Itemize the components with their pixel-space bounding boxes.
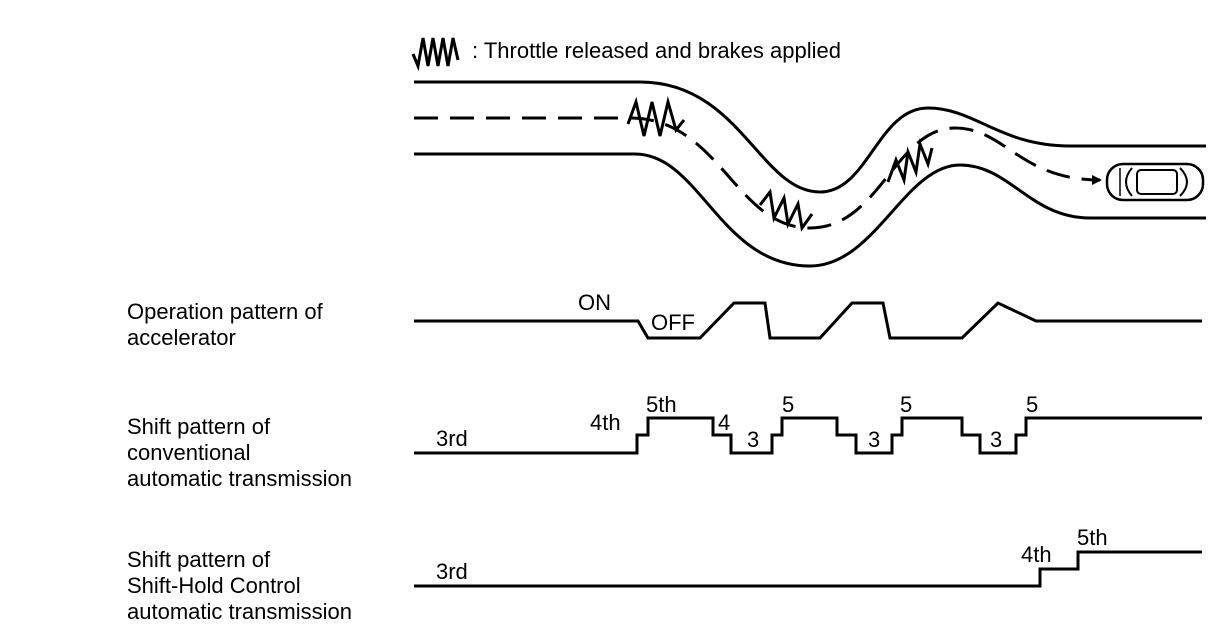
legend-text: : Throttle released and brakes applied (472, 38, 841, 63)
accelerator-label-line-2: accelerator (127, 325, 236, 350)
conventional-shift-pattern: 3rd 4th 5th 4 3 5 3 5 3 5 (414, 392, 1202, 455)
conventional-gear-4: 4 (718, 410, 730, 435)
conventional-shift-trace (414, 416, 1202, 455)
conventional-label-line-1: Shift pattern of (127, 414, 271, 439)
conventional-gear-3rd: 3rd (436, 426, 468, 451)
conventional-gear-4th: 4th (590, 410, 621, 435)
shift-hold-gear-5th: 5th (1077, 525, 1108, 550)
conventional-gear-5-b: 5 (900, 392, 912, 417)
accelerator-off-label: OFF (651, 310, 695, 335)
accelerator-trace (414, 301, 1202, 340)
conventional-gear-5th: 5th (646, 392, 677, 417)
shift-hold-label-line-3: automatic transmission (127, 599, 352, 624)
car-icon (1105, 162, 1205, 202)
legend: : Throttle released and brakes applied (411, 37, 841, 72)
brake-zigzag-2 (758, 188, 814, 232)
zigzag-icon (411, 37, 460, 72)
road (414, 80, 1206, 268)
road-edge-bottom (414, 152, 1206, 268)
shift-hold-row-label: Shift pattern of Shift-Hold Control auto… (127, 547, 352, 625)
brake-zigzag-1 (626, 96, 686, 137)
conventional-gear-3-b: 3 (868, 427, 880, 452)
conventional-gear-3-a: 3 (747, 427, 759, 452)
shift-hold-pattern: 3rd 4th 5th (414, 525, 1202, 588)
accelerator-row-label: Operation pattern of accelerator (127, 299, 323, 351)
accelerator-pattern: ON OFF (414, 290, 1202, 340)
accelerator-on-label: ON (578, 290, 611, 315)
conventional-label-line-2: conventional (127, 440, 251, 465)
conventional-label-line-3: automatic transmission (127, 466, 352, 491)
shift-hold-gear-4th: 4th (1021, 542, 1052, 567)
shift-hold-gear-3rd: 3rd (436, 559, 468, 584)
shift-hold-label-line-2: Shift-Hold Control (127, 573, 301, 598)
shift-hold-trace (414, 550, 1202, 588)
conventional-row-label: Shift pattern of conventional automatic … (127, 414, 352, 492)
road-edge-top (414, 80, 1206, 194)
conventional-gear-5-a: 5 (782, 392, 794, 417)
accelerator-label-line-1: Operation pattern of (127, 299, 323, 324)
shift-hold-label-line-1: Shift pattern of (127, 547, 271, 572)
brake-zigzag-3 (886, 138, 934, 186)
conventional-gear-5-c: 5 (1026, 392, 1038, 417)
vehicle-path (414, 116, 1102, 230)
conventional-gear-3-c: 3 (990, 427, 1002, 452)
